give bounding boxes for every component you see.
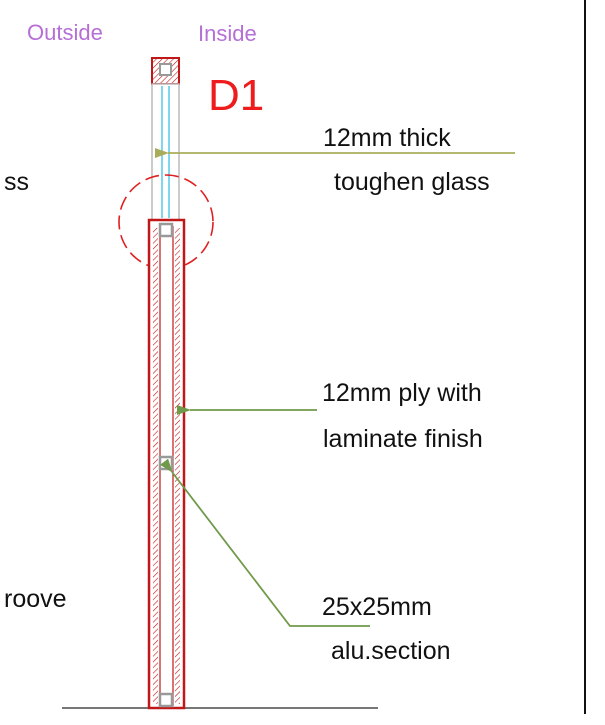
alu-label-line1: 25x25mm	[322, 593, 432, 621]
alu-label-line2: alu.section	[331, 637, 451, 665]
alu-section-mid	[158, 455, 174, 471]
inside-label: Inside	[198, 21, 257, 46]
groove-left-partial-label: roove	[4, 585, 67, 613]
top-cap	[151, 57, 180, 85]
glass-label-line1: 12mm thick	[323, 124, 451, 152]
ply-label-line1: 12mm ply with	[322, 379, 482, 407]
detail-tag: D1	[208, 71, 264, 120]
glass-left-partial-label: ss	[4, 168, 29, 196]
ply-label-line2: laminate finish	[323, 425, 483, 453]
alu-section-bottom	[158, 692, 174, 708]
alu-leader	[160, 458, 370, 627]
glass-panel	[151, 83, 180, 221]
alu-section-top	[158, 222, 174, 238]
glass-label-line2: toughen glass	[334, 168, 490, 196]
outside-label: Outside	[27, 20, 103, 45]
